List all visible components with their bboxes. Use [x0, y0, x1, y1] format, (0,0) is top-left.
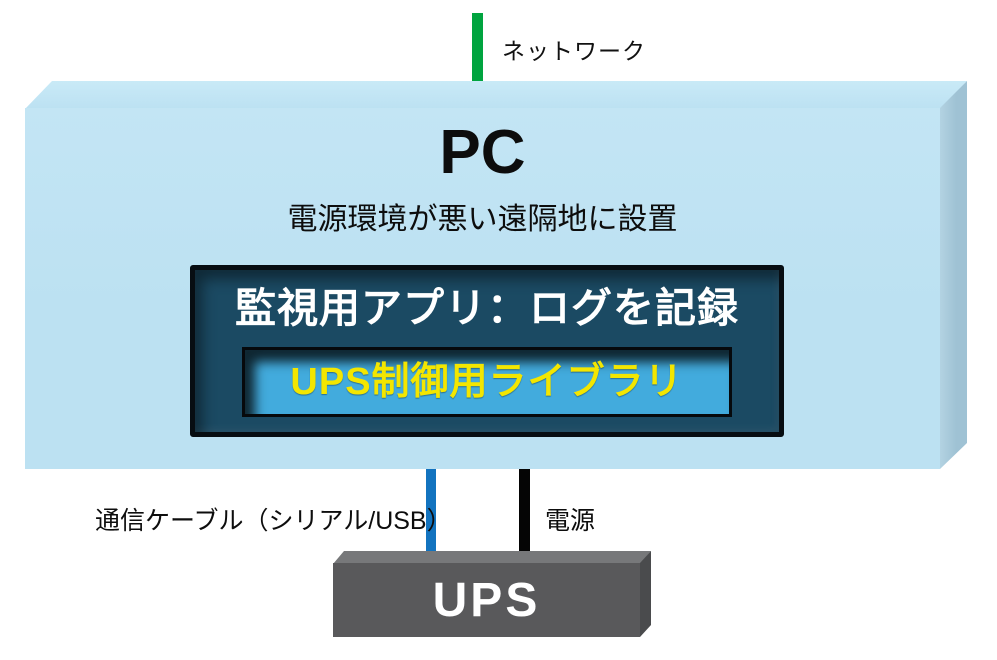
network-line-icon [472, 13, 483, 82]
comm-cable-label: 通信ケーブル（シリアル/USB） [95, 507, 452, 535]
ups-box-side-face [640, 551, 651, 637]
ups-title: UPS [432, 574, 541, 627]
monitor-app-label: 監視用アプリ：ログを記録 [235, 285, 739, 331]
pc-title: PC [439, 118, 526, 187]
pc-subtitle: 電源環境が悪い遠隔地に設置 [287, 203, 678, 236]
network-label: ネットワーク [502, 38, 646, 64]
power-cable-label: 電源 [545, 507, 596, 535]
ups-library-box [242, 347, 732, 417]
ups-box-top-face [333, 551, 651, 564]
power-cable-line-icon [519, 469, 530, 558]
comm-cable-line-icon [426, 469, 436, 559]
pc-box-top-face [25, 81, 967, 109]
ups-box-front-face [333, 563, 640, 637]
pc-box-side-face [940, 81, 967, 469]
ups-library-label: UPS制御用ライブラリ [290, 361, 684, 403]
